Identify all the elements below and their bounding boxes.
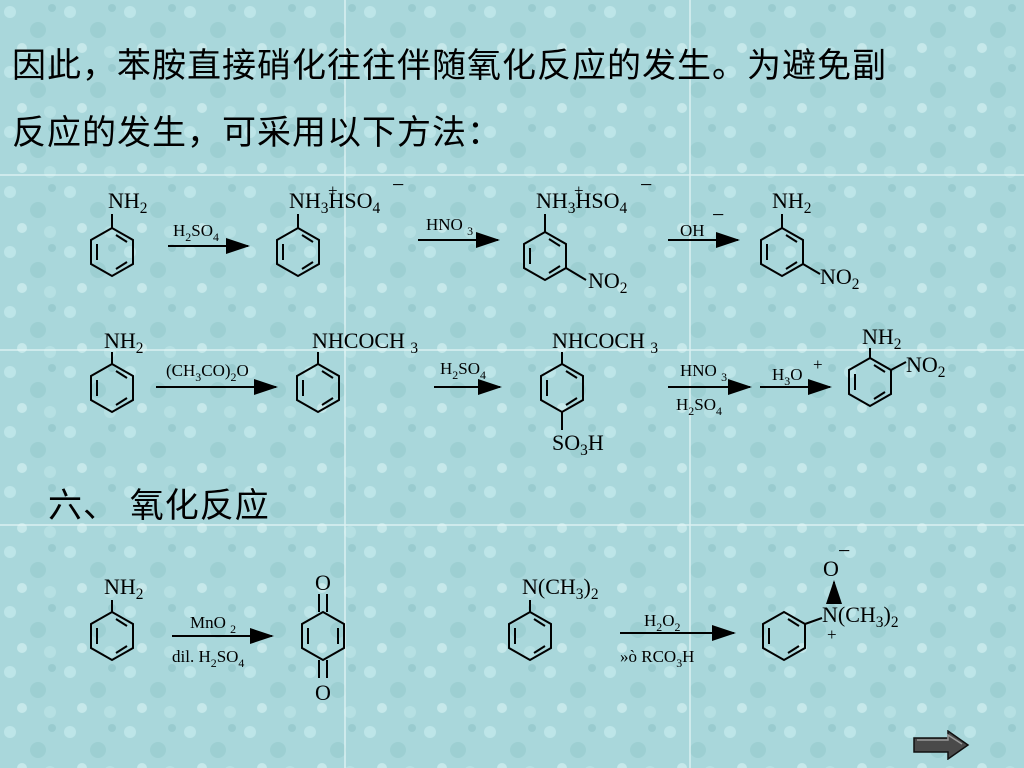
reagent-label: HNO 3 bbox=[426, 215, 473, 238]
right-arrow-icon[interactable] bbox=[913, 730, 970, 760]
aniline-2: NH2 bbox=[90, 328, 143, 413]
plus-charge: + bbox=[827, 625, 837, 644]
aniline-3: NH2 bbox=[90, 574, 143, 661]
aniline-1: NH2 bbox=[90, 188, 147, 277]
benzene-ring bbox=[90, 363, 134, 413]
aniline-label: NH2 bbox=[108, 188, 147, 217]
meta-nitro-anilinium: NH3HSO4 + − NO2 bbox=[523, 172, 652, 297]
benzene-ring bbox=[760, 227, 804, 277]
benzene-ring bbox=[276, 227, 320, 277]
acetanilide: NHCOCH 3 bbox=[296, 328, 418, 413]
next-slide-button[interactable] bbox=[912, 730, 970, 760]
acetamido-label: NHCOCH 3 bbox=[552, 328, 658, 357]
benzene-ring bbox=[90, 227, 134, 277]
dimethylaniline: N(CH3)2 bbox=[508, 574, 599, 661]
benzene-ring bbox=[540, 363, 584, 413]
sulfonic-acid-label: SO3H bbox=[552, 430, 604, 459]
reagent-label: H2SO4 bbox=[440, 359, 486, 382]
nitro-label: NO2 bbox=[906, 352, 945, 381]
plus-charge: + bbox=[813, 355, 823, 374]
ortho-nitroaniline: NH2 NO2 bbox=[848, 324, 945, 407]
reagent-label: OH bbox=[680, 221, 705, 240]
carbonyl-oxygen-label: O bbox=[315, 680, 331, 705]
benzene-ring bbox=[523, 231, 567, 281]
meta-nitroaniline: NH2 NO2 bbox=[760, 188, 859, 293]
nitro-label: NO2 bbox=[588, 268, 627, 297]
reagent-label: »ò RCO3H bbox=[620, 647, 694, 670]
reagent-label: H3O bbox=[772, 365, 803, 388]
aniline-label: NH2 bbox=[104, 328, 143, 357]
minus-charge: − bbox=[640, 172, 652, 197]
benzene-ring bbox=[508, 611, 552, 661]
plus-charge: + bbox=[574, 181, 584, 200]
section-heading-oxidation: 六、 氧化反应 bbox=[48, 486, 270, 526]
scheme-3: NH2 MnO 2 dil. H2SO4 O O N(CH3)2 H2O2 bbox=[90, 538, 899, 705]
intro-text-line-2: 反应的发生，可采用以下方法： bbox=[12, 113, 502, 153]
minus-charge: − bbox=[712, 202, 724, 227]
quinone-ring bbox=[301, 594, 345, 678]
minus-charge: − bbox=[838, 538, 850, 563]
oxide-oxygen-label: O bbox=[823, 556, 839, 581]
para-sulfo-acetanilide: NHCOCH 3 SO3H bbox=[540, 328, 658, 459]
dimethylamino-label: N(CH3)2 bbox=[822, 602, 899, 631]
amine-label: NH2 bbox=[772, 188, 811, 217]
scheme-1: NH2 H2SO4 NH3HSO4 + − HNO 3 NH3HSO4 + − … bbox=[90, 172, 859, 297]
amine-n-oxide: O − N(CH3)2 + bbox=[762, 538, 899, 661]
benzene-ring bbox=[762, 611, 806, 661]
acetamido-label: NHCOCH 3 bbox=[312, 328, 418, 357]
dimethylamino-label: N(CH3)2 bbox=[522, 574, 599, 603]
reagent-label: H2SO4 bbox=[173, 221, 219, 244]
reagent-label: HNO 3 bbox=[680, 361, 727, 384]
benzene-ring bbox=[848, 357, 892, 407]
reagent-label: H2O2 bbox=[644, 611, 681, 634]
carbonyl-oxygen-label: O bbox=[315, 570, 331, 595]
benzene-ring bbox=[90, 611, 134, 661]
para-benzoquinone: O O bbox=[301, 570, 345, 705]
reagent-label: (CH3CO)2O bbox=[166, 361, 249, 384]
plus-charge: + bbox=[328, 181, 338, 200]
aniline-label: NH2 bbox=[104, 574, 143, 603]
anilinium-label: NH3HSO4 bbox=[289, 188, 381, 217]
reagent-label: dil. H2SO4 bbox=[172, 647, 244, 670]
anilinium-label: NH3HSO4 bbox=[536, 188, 628, 217]
reagent-label: MnO 2 bbox=[190, 613, 236, 636]
scheme-2: NH2 (CH3CO)2O NHCOCH 3 H2SO4 NHCOCH 3 SO… bbox=[90, 324, 945, 459]
benzene-ring bbox=[296, 363, 340, 413]
amine-label: NH2 bbox=[862, 324, 901, 353]
nitro-label: NO2 bbox=[820, 264, 859, 293]
minus-charge: − bbox=[392, 172, 404, 197]
intro-text-line-1: 因此，苯胺直接硝化往往伴随氧化反应的发生。为避免副 bbox=[12, 46, 887, 86]
anilinium-salt: NH3HSO4 + − bbox=[276, 172, 404, 277]
reagent-label: H2SO4 bbox=[676, 395, 722, 418]
